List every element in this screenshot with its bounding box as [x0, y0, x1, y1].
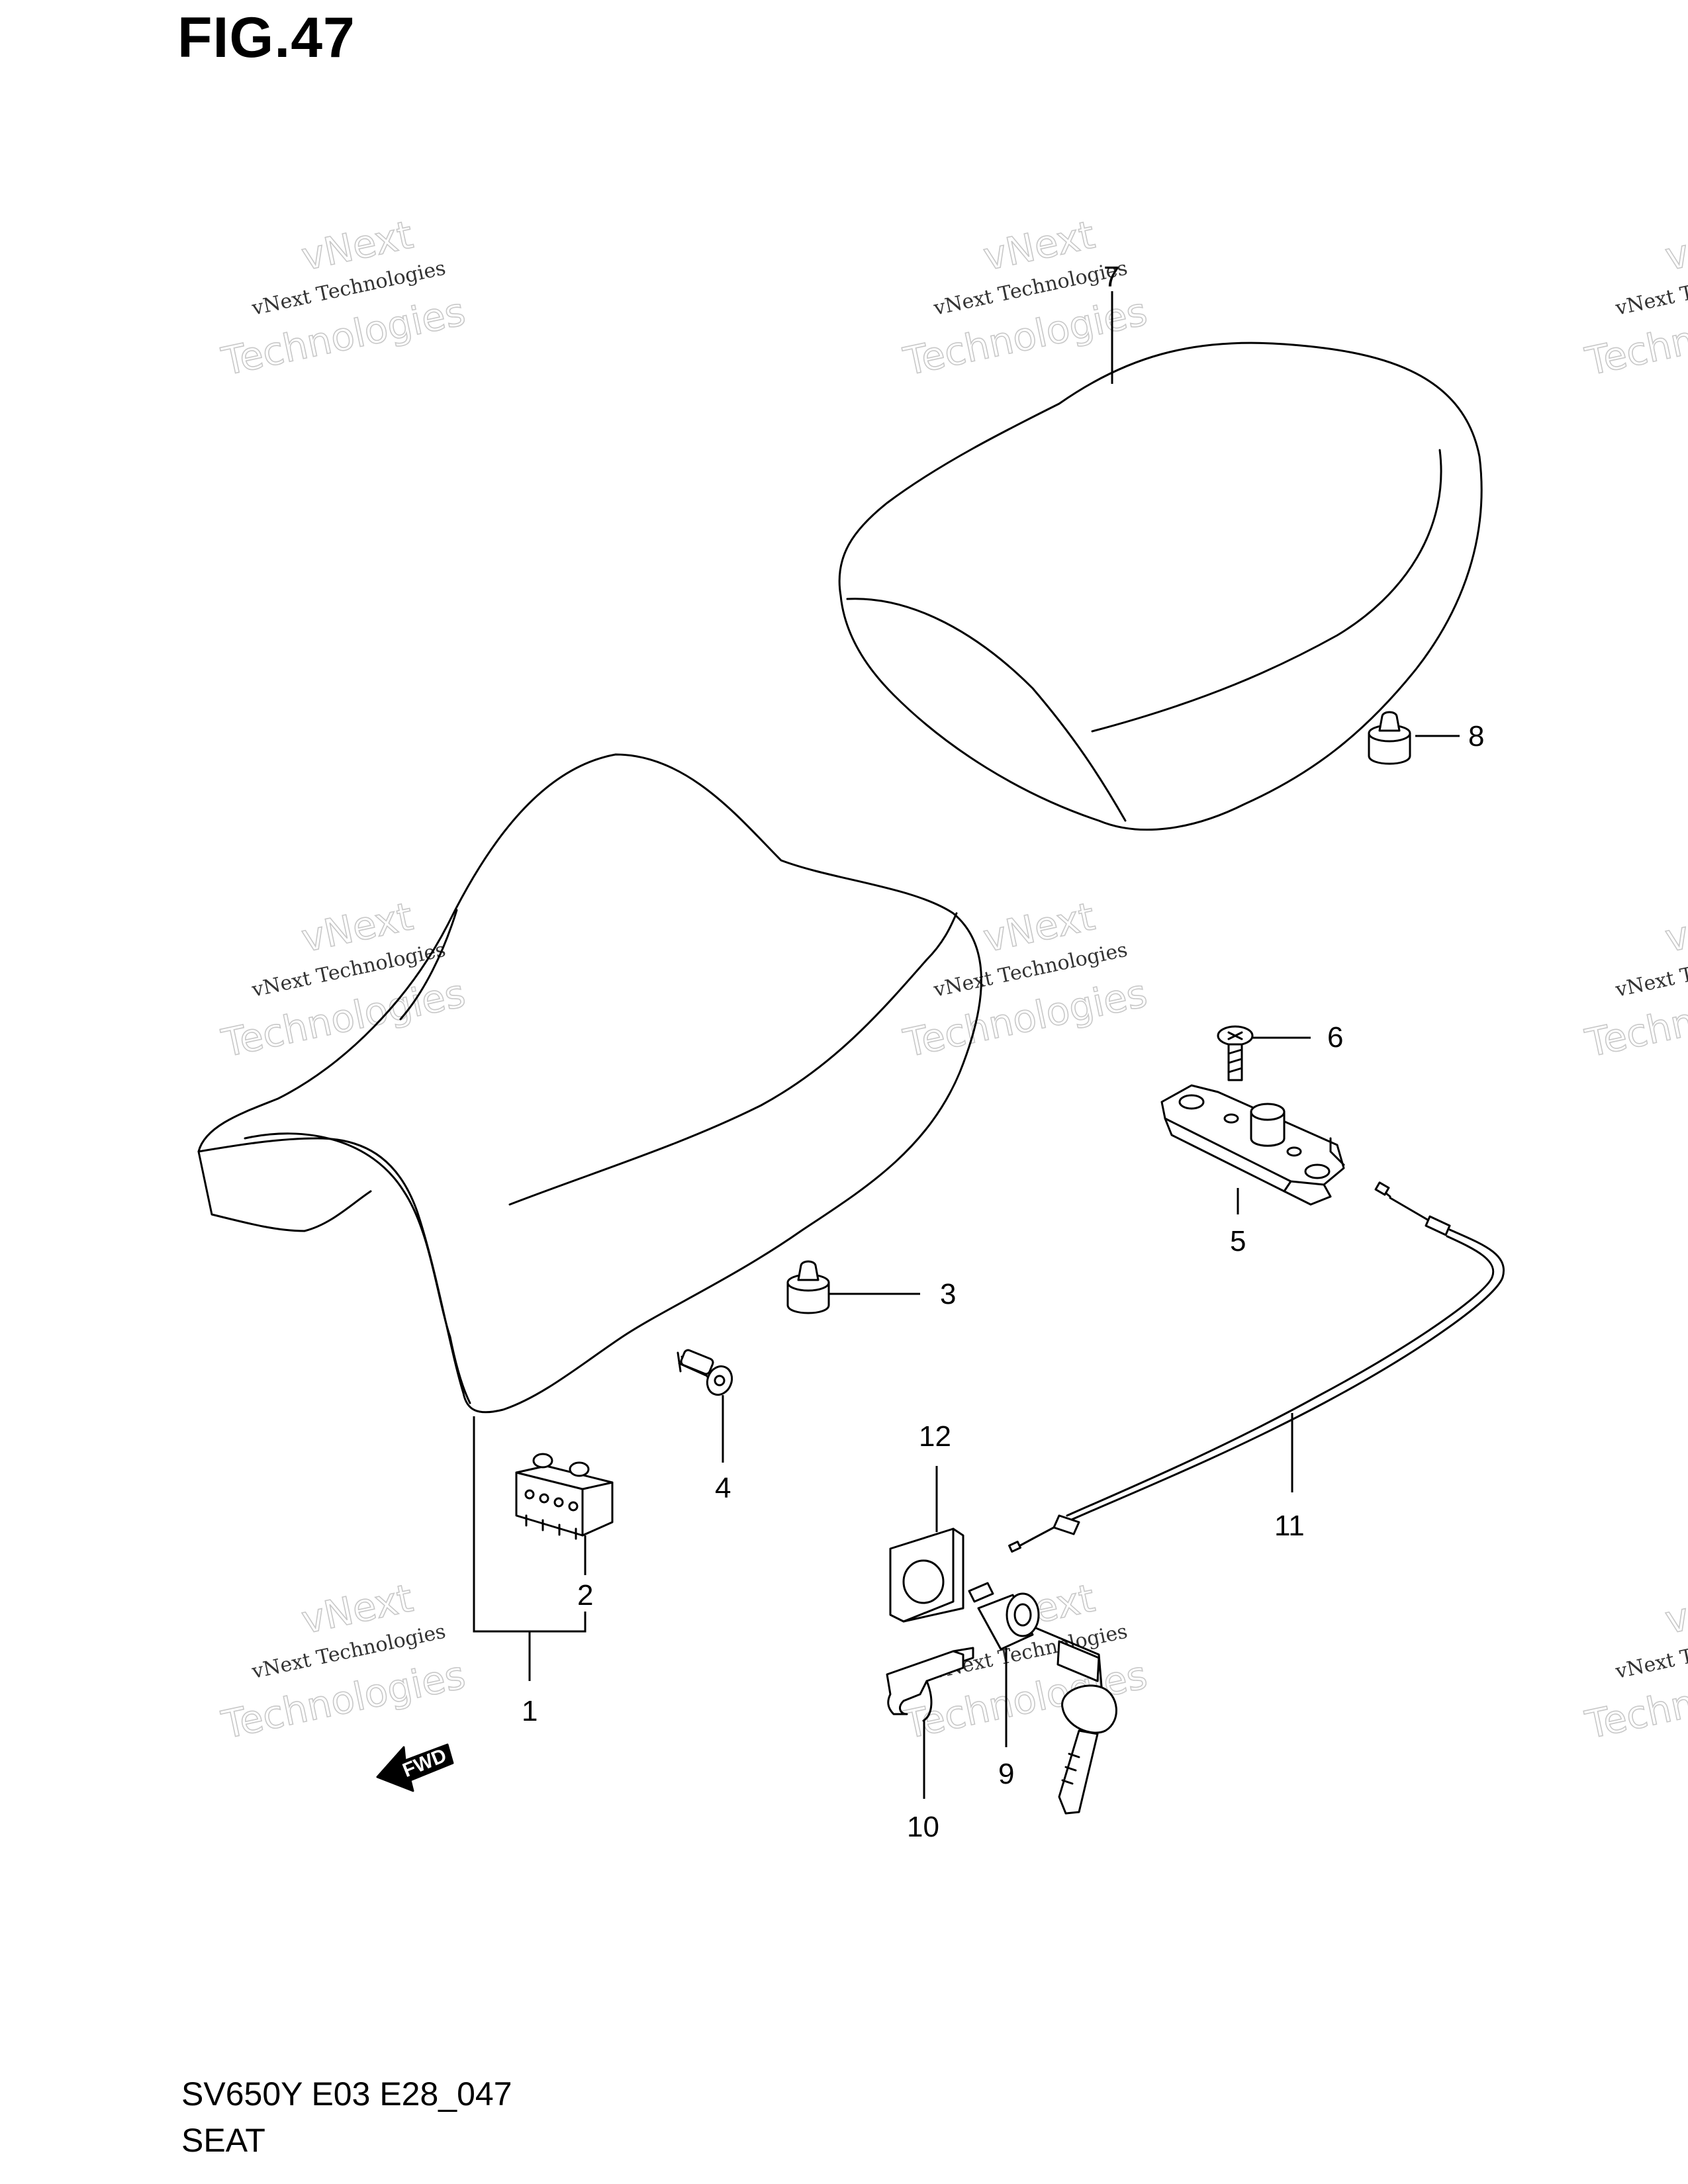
watermark: vNext vNext Technologies Technologies — [1581, 212, 1688, 385]
seat-lock-plate — [1160, 1084, 1345, 1206]
watermark-line1: vNext — [1662, 1575, 1688, 1643]
front-seat — [197, 753, 982, 1414]
watermark-line1: vNext — [1662, 212, 1688, 279]
watermark: vNext vNext Technologies Technologies — [899, 893, 1151, 1067]
fwd-label: FWD — [400, 1745, 450, 1782]
seat-lock-set — [968, 1582, 1117, 1815]
rear-cushion — [1368, 711, 1411, 765]
model-code: SV650Y E03 E28_047 — [181, 2075, 512, 2113]
callout-6: 6 — [1327, 1021, 1343, 1054]
callout-8: 8 — [1468, 720, 1484, 752]
lock-bracket — [889, 1527, 964, 1623]
watermark-line1: vNext — [1662, 893, 1688, 961]
callout-labels: 7 8 3 4 6 5 11 12 2 1 9 10 — [522, 261, 1484, 1843]
figure-title: FIG.47 — [177, 6, 355, 69]
lock-holder-clip — [886, 1647, 974, 1722]
callout-7: 7 — [1103, 261, 1119, 293]
callout-9: 9 — [998, 1758, 1014, 1790]
watermark: vNext vNext Technologies Technologies — [217, 1575, 469, 1749]
watermark: vNext vNext Technologies Technologies — [1581, 1575, 1688, 1749]
section-name: SEAT — [181, 2122, 265, 2159]
fwd-direction-arrow: FWD — [376, 1743, 454, 1792]
rear-seat — [838, 341, 1483, 831]
callout-2: 2 — [577, 1579, 593, 1612]
watermark-group: vNext vNext Technologies Technologies vN… — [217, 212, 1688, 1749]
callout-3: 3 — [940, 1278, 956, 1310]
callout-12: 12 — [919, 1420, 951, 1453]
front-cushion — [786, 1260, 830, 1314]
leader-lines — [473, 291, 1460, 1799]
callout-5: 5 — [1230, 1225, 1246, 1257]
seat-lock-cable — [1008, 1181, 1505, 1553]
screw — [1217, 1025, 1254, 1081]
callout-10: 10 — [907, 1811, 939, 1843]
watermark: vNext vNext Technologies Technologies — [217, 212, 469, 385]
watermark: vNext vNext Technologies Technologies — [1581, 893, 1688, 1067]
bolt — [677, 1349, 733, 1396]
seat-bracket — [515, 1453, 614, 1540]
callout-1: 1 — [522, 1695, 538, 1727]
callout-11: 11 — [1274, 1510, 1305, 1542]
callout-4: 4 — [715, 1472, 731, 1504]
watermark: vNext vNext Technologies Technologies — [899, 212, 1151, 385]
